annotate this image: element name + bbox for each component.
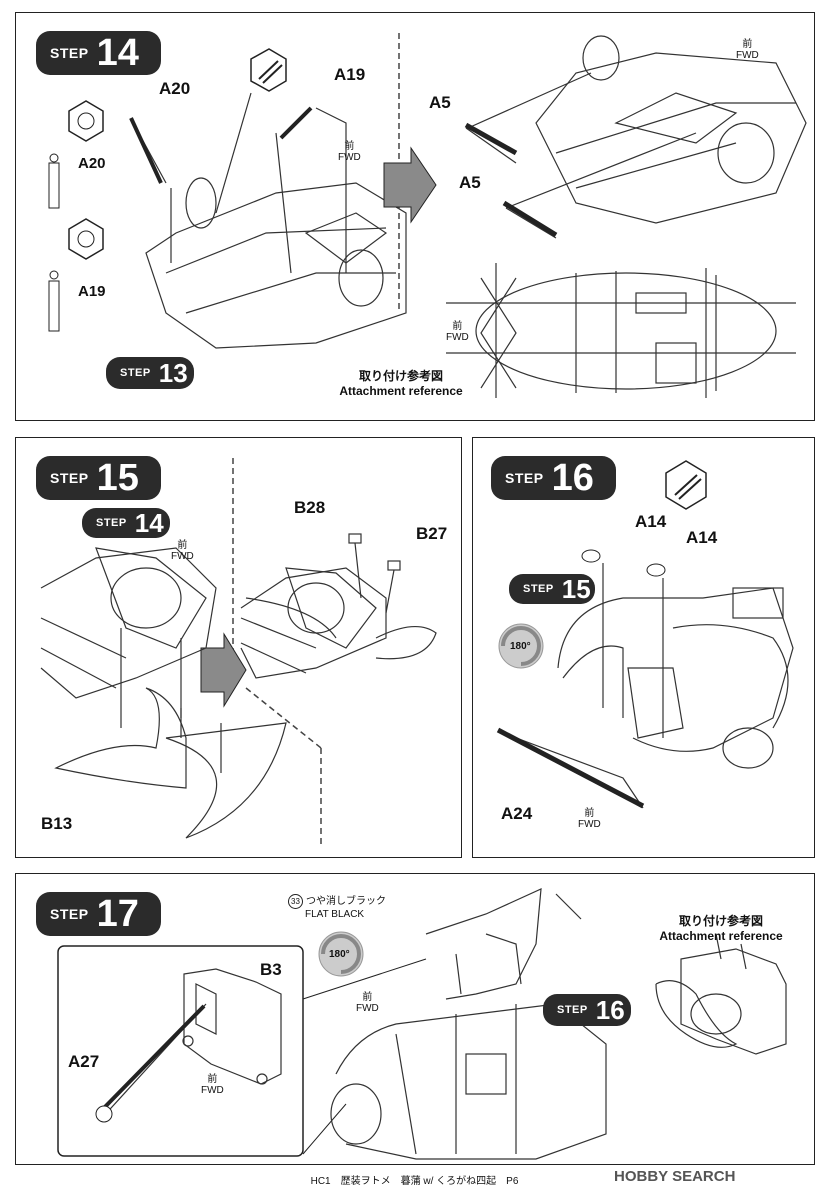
direction-arrow <box>383 146 437 224</box>
step-number: 15 <box>561 574 591 604</box>
part-b13-label: B13 <box>41 814 73 833</box>
fwd-en: FWD <box>171 551 194 562</box>
chassis-sketch-right <box>240 533 437 679</box>
step-number: 14 <box>96 32 139 74</box>
part-a27-label: A27 <box>68 1052 100 1071</box>
step-16-badge: STEP 16 <box>491 456 616 500</box>
fwd-jp: 前 <box>344 141 355 152</box>
rotate-180-indicator: 180° <box>329 949 350 960</box>
step-label: STEP <box>557 1004 588 1016</box>
chassis-sketch <box>502 563 794 809</box>
part-a14-label-2: A14 <box>686 528 718 547</box>
step-14-panel: STEP 14 STEP 13 A20 A19 A20 A19 A5 A5 前 … <box>15 12 815 421</box>
fwd-jp: 前 <box>207 1074 218 1085</box>
chassis-sketch-left <box>40 547 287 839</box>
part-b27-label: B27 <box>416 524 448 543</box>
chassis-sketch <box>330 888 607 1160</box>
fwd-indicator: 前 FWD <box>171 540 194 562</box>
step-label: STEP <box>120 367 151 379</box>
step-label: STEP <box>50 906 89 922</box>
part-b28-label: B28 <box>294 498 326 517</box>
fwd-en: FWD <box>578 819 601 830</box>
step-number: 16 <box>595 995 625 1025</box>
step-14-drawing <box>48 33 807 398</box>
step-15-badge: STEP 15 <box>36 456 161 500</box>
part-b3-label: B3 <box>260 960 282 979</box>
part-a14-label-1: A14 <box>635 512 667 531</box>
fwd-indicator-2: 前 FWD <box>201 1074 224 1096</box>
fwd-jp: 前 <box>362 992 373 1003</box>
chassis-sketch-left <box>135 92 407 349</box>
step-number: 13 <box>158 358 188 388</box>
reference-en: Attachment reference <box>659 929 783 943</box>
fwd-indicator-2: 前 FWD <box>736 39 759 61</box>
fwd-en: FWD <box>356 1003 379 1014</box>
paint-code: 33 <box>288 894 303 909</box>
cutter-icon-detail-1 <box>68 100 104 142</box>
reference-jp: 取り付け参考図 <box>358 369 443 383</box>
fwd-en: FWD <box>736 50 759 61</box>
fwd-en: FWD <box>338 152 361 163</box>
fwd-indicator-3: 前 FWD <box>446 321 469 343</box>
reference-en: Attachment reference <box>339 384 463 398</box>
direction-arrow <box>200 632 247 708</box>
page-footer: HC1 歴装ヲトメ 暮蒲 w/ くろがね四起 P6 <box>310 1176 519 1187</box>
fwd-jp: 前 <box>177 540 188 551</box>
part-a20-label: A20 <box>159 79 191 98</box>
step-17-badge: STEP 17 <box>36 892 161 936</box>
part-a5-label-1: A5 <box>429 93 451 112</box>
step-15-ref-badge: STEP 15 <box>509 574 595 604</box>
step-15-drawing <box>40 458 437 848</box>
step-13-ref-badge: STEP 13 <box>106 357 194 389</box>
fwd-indicator-1: 前 FWD <box>338 141 361 163</box>
step-label: STEP <box>96 517 127 529</box>
step-number: 14 <box>134 508 164 538</box>
step-14-ref-badge: STEP 14 <box>82 508 170 538</box>
step-number: 17 <box>96 893 139 935</box>
step-15-panel: STEP 15 STEP 14 前 FWD B28 B27 B13 <box>15 437 462 858</box>
fwd-en: FWD <box>446 332 469 343</box>
attachment-reference-plan-view <box>446 263 796 398</box>
fwd-jp: 前 <box>742 39 753 50</box>
step-number: 16 <box>551 457 594 499</box>
step-label: STEP <box>50 470 89 486</box>
fwd-jp: 前 <box>584 808 595 819</box>
attachment-reference-caption: 取り付け参考図 Attachment reference <box>336 369 466 399</box>
part-a19-label: A19 <box>334 65 366 84</box>
rotate-180-indicator: 180° <box>510 641 531 652</box>
fwd-indicator-1: 前 FWD <box>356 992 379 1014</box>
step-16-panel: STEP 16 STEP 15 A14 A14 A24 180° 前 FWD <box>472 437 815 858</box>
step-number: 15 <box>96 457 139 499</box>
detail-box <box>57 945 304 1157</box>
step-label: STEP <box>505 470 544 486</box>
step-label: STEP <box>523 583 554 595</box>
chassis-sketch-right <box>465 35 807 239</box>
watermark: HOBBY SEARCH <box>614 1168 736 1185</box>
part-a24-label: A24 <box>501 804 533 823</box>
step-16-ref-badge: STEP 16 <box>543 994 631 1026</box>
step-17-drawing <box>57 888 787 1160</box>
attachment-reference-sketch <box>655 933 787 1055</box>
reference-jp: 取り付け参考図 <box>678 914 763 928</box>
step-label: STEP <box>50 45 89 61</box>
paint-name-en: FLAT BLACK <box>305 909 365 920</box>
part-a20-side-label: A20 <box>78 155 106 172</box>
attachment-reference-caption: 取り付け参考図 Attachment reference <box>646 914 796 944</box>
part-a19-side-label: A19 <box>78 283 106 300</box>
cutter-icon-detail-2 <box>68 218 104 260</box>
fwd-indicator: 前 FWD <box>578 808 601 830</box>
fwd-en: FWD <box>201 1085 224 1096</box>
step-14-badge: STEP 14 <box>36 31 161 75</box>
fwd-jp: 前 <box>452 321 463 332</box>
part-a5-label-2: A5 <box>459 173 481 192</box>
b3-part-sketch <box>100 968 282 1120</box>
paint-name-jp: つや消しブラック <box>306 896 386 907</box>
step-16-drawing <box>496 460 794 809</box>
